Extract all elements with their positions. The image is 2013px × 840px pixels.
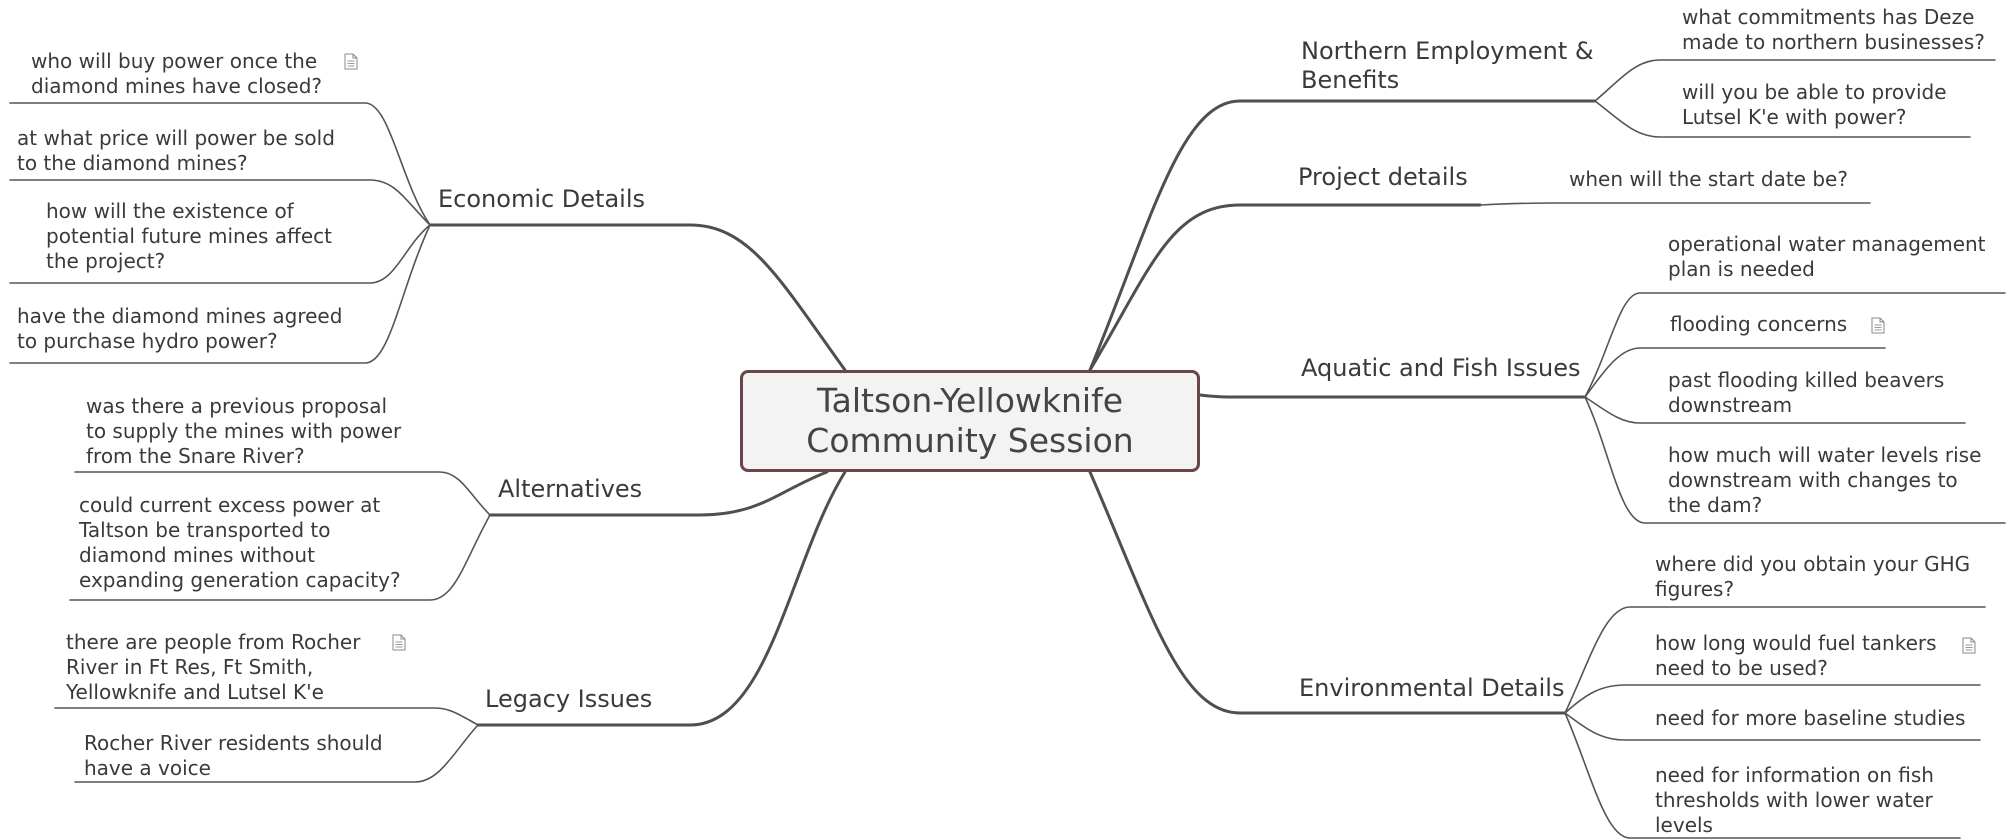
note-icon[interactable] <box>1962 637 1976 654</box>
environmental-item-1[interactable]: where did you obtain your GHG figures? <box>1655 552 1971 601</box>
alternatives-item-1[interactable]: was there a previous proposal to supply … <box>86 394 402 468</box>
environmental-item-4[interactable]: need for information on fish thresholds … <box>1655 763 1934 837</box>
note-icon[interactable] <box>392 634 406 651</box>
branch-economic-details[interactable]: Economic Details <box>438 185 646 213</box>
sub-connector-aquatic-2 <box>1584 347 1886 398</box>
connector-alternatives <box>488 470 829 517</box>
sub-connector-economic-3 <box>9 224 431 284</box>
note-icon[interactable] <box>344 53 358 70</box>
branch-environmental-details[interactable]: Environmental Details <box>1299 674 1565 702</box>
connector-aquatic <box>1198 393 1587 399</box>
sub-connector-northern-1 <box>1594 59 1996 102</box>
sub-connector-economic-1 <box>9 102 431 226</box>
alternatives-item-2[interactable]: could current excess power at Taltson be… <box>79 493 401 592</box>
connector-legacy <box>476 470 847 727</box>
central-topic[interactable]: Taltson-Yellowknife Community Session <box>740 370 1200 472</box>
sub-connector-alternatives-1 <box>74 471 491 516</box>
environmental-item-2[interactable]: how long would fuel tankers need to be u… <box>1655 631 1937 680</box>
economic-item-2[interactable]: at what price will power be sold to the … <box>17 126 335 175</box>
sub-connector-legacy-2 <box>74 724 479 783</box>
connector-project <box>1088 203 1482 372</box>
aquatic-item-3[interactable]: past flooding killed beavers downstream <box>1668 368 1945 417</box>
economic-item-4[interactable]: have the diamond mines agreed to purchas… <box>17 304 343 353</box>
sub-connector-aquatic-1 <box>1584 292 2006 398</box>
sub-connector-environmental-1 <box>1564 606 1986 714</box>
aquatic-item-4[interactable]: how much will water levels rise downstre… <box>1668 443 1982 517</box>
economic-item-1[interactable]: who will buy power once the diamond mine… <box>31 49 323 98</box>
connector-northern <box>1088 99 1597 372</box>
economic-item-3[interactable]: how will the existence of potential futu… <box>46 199 332 273</box>
sub-connector-economic-4 <box>9 224 431 364</box>
branch-project-details[interactable]: Project details <box>1298 163 1468 191</box>
sub-connector-aquatic-3 <box>1584 396 1966 424</box>
branch-alternatives[interactable]: Alternatives <box>498 475 643 503</box>
connector-environmental <box>1088 470 1567 715</box>
legacy-item-1[interactable]: there are people from Rocher River in Ft… <box>66 630 361 704</box>
branch-northern-employment[interactable]: Northern Employment & Benefits <box>1301 37 1594 94</box>
sub-connector-aquatic-4 <box>1584 396 2006 524</box>
sub-connector-project-1 <box>1479 202 1871 206</box>
aquatic-item-2[interactable]: flooding concerns <box>1670 312 1848 336</box>
note-icon[interactable] <box>1871 317 1885 334</box>
sub-connector-environmental-2 <box>1564 684 1981 714</box>
northern-item-2[interactable]: will you be able to provide Lutsel K'e w… <box>1682 80 1947 129</box>
connector-economic <box>428 223 847 372</box>
sub-connector-northern-2 <box>1594 100 1971 138</box>
legacy-item-2[interactable]: Rocher River residents should have a voi… <box>84 731 383 780</box>
sub-connector-economic-2 <box>9 179 431 226</box>
northern-item-1[interactable]: what commitments has Deze made to northe… <box>1682 5 1985 54</box>
sub-connector-legacy-1 <box>54 707 479 726</box>
aquatic-item-1[interactable]: operational water management plan is nee… <box>1668 232 1986 281</box>
branch-aquatic-fish[interactable]: Aquatic and Fish Issues <box>1301 354 1581 382</box>
environmental-item-3[interactable]: need for more baseline studies <box>1655 706 1966 730</box>
branch-legacy-issues[interactable]: Legacy Issues <box>485 685 653 713</box>
sub-connector-alternatives-2 <box>69 514 491 601</box>
sub-connector-environmental-4 <box>1564 712 1961 839</box>
project-item-1[interactable]: when will the start date be? <box>1569 167 1848 191</box>
sub-connector-environmental-3 <box>1564 712 1981 741</box>
